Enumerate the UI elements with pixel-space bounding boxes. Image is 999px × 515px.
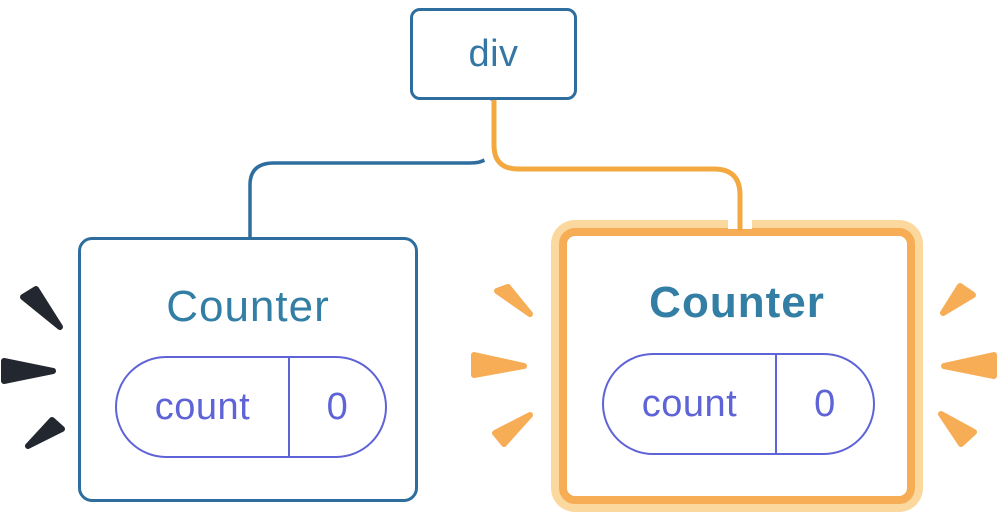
state-pill-right: count 0 [602,353,875,455]
edge-div-to-left-counter [248,100,494,240]
spark-icon [941,352,997,379]
div-node-label: div [468,32,519,75]
counter-title-left: Counter [166,282,330,331]
pill-divider [775,355,777,453]
state-spark-burst-right-inner [471,284,533,447]
spark-icon [25,417,65,449]
render-spark-burst-left [1,286,65,449]
edge-div-to-right-counter [491,100,743,231]
spark-icon [492,412,533,447]
tree-node-div: div [410,8,577,100]
spark-icon [940,283,976,316]
state-value-right: 0 [814,382,836,425]
counter-title-right: Counter [649,278,825,327]
spark-icon [471,352,527,378]
edge-div-to-right-counter-casing [482,100,752,229]
state-pill-left: count 0 [115,356,387,458]
state-spark-burst-right-outer [938,283,997,447]
state-value-left: 0 [326,385,349,428]
spark-icon [20,286,63,330]
state-key-left: count [154,385,251,428]
spark-icon [494,284,533,317]
state-key-right: count [641,382,738,425]
pill-divider [288,358,290,456]
spark-icon [938,411,977,447]
counter-card-right: Counter count 0 [559,228,915,504]
spark-icon [1,358,56,384]
counter-card-left: Counter count 0 [78,237,418,502]
